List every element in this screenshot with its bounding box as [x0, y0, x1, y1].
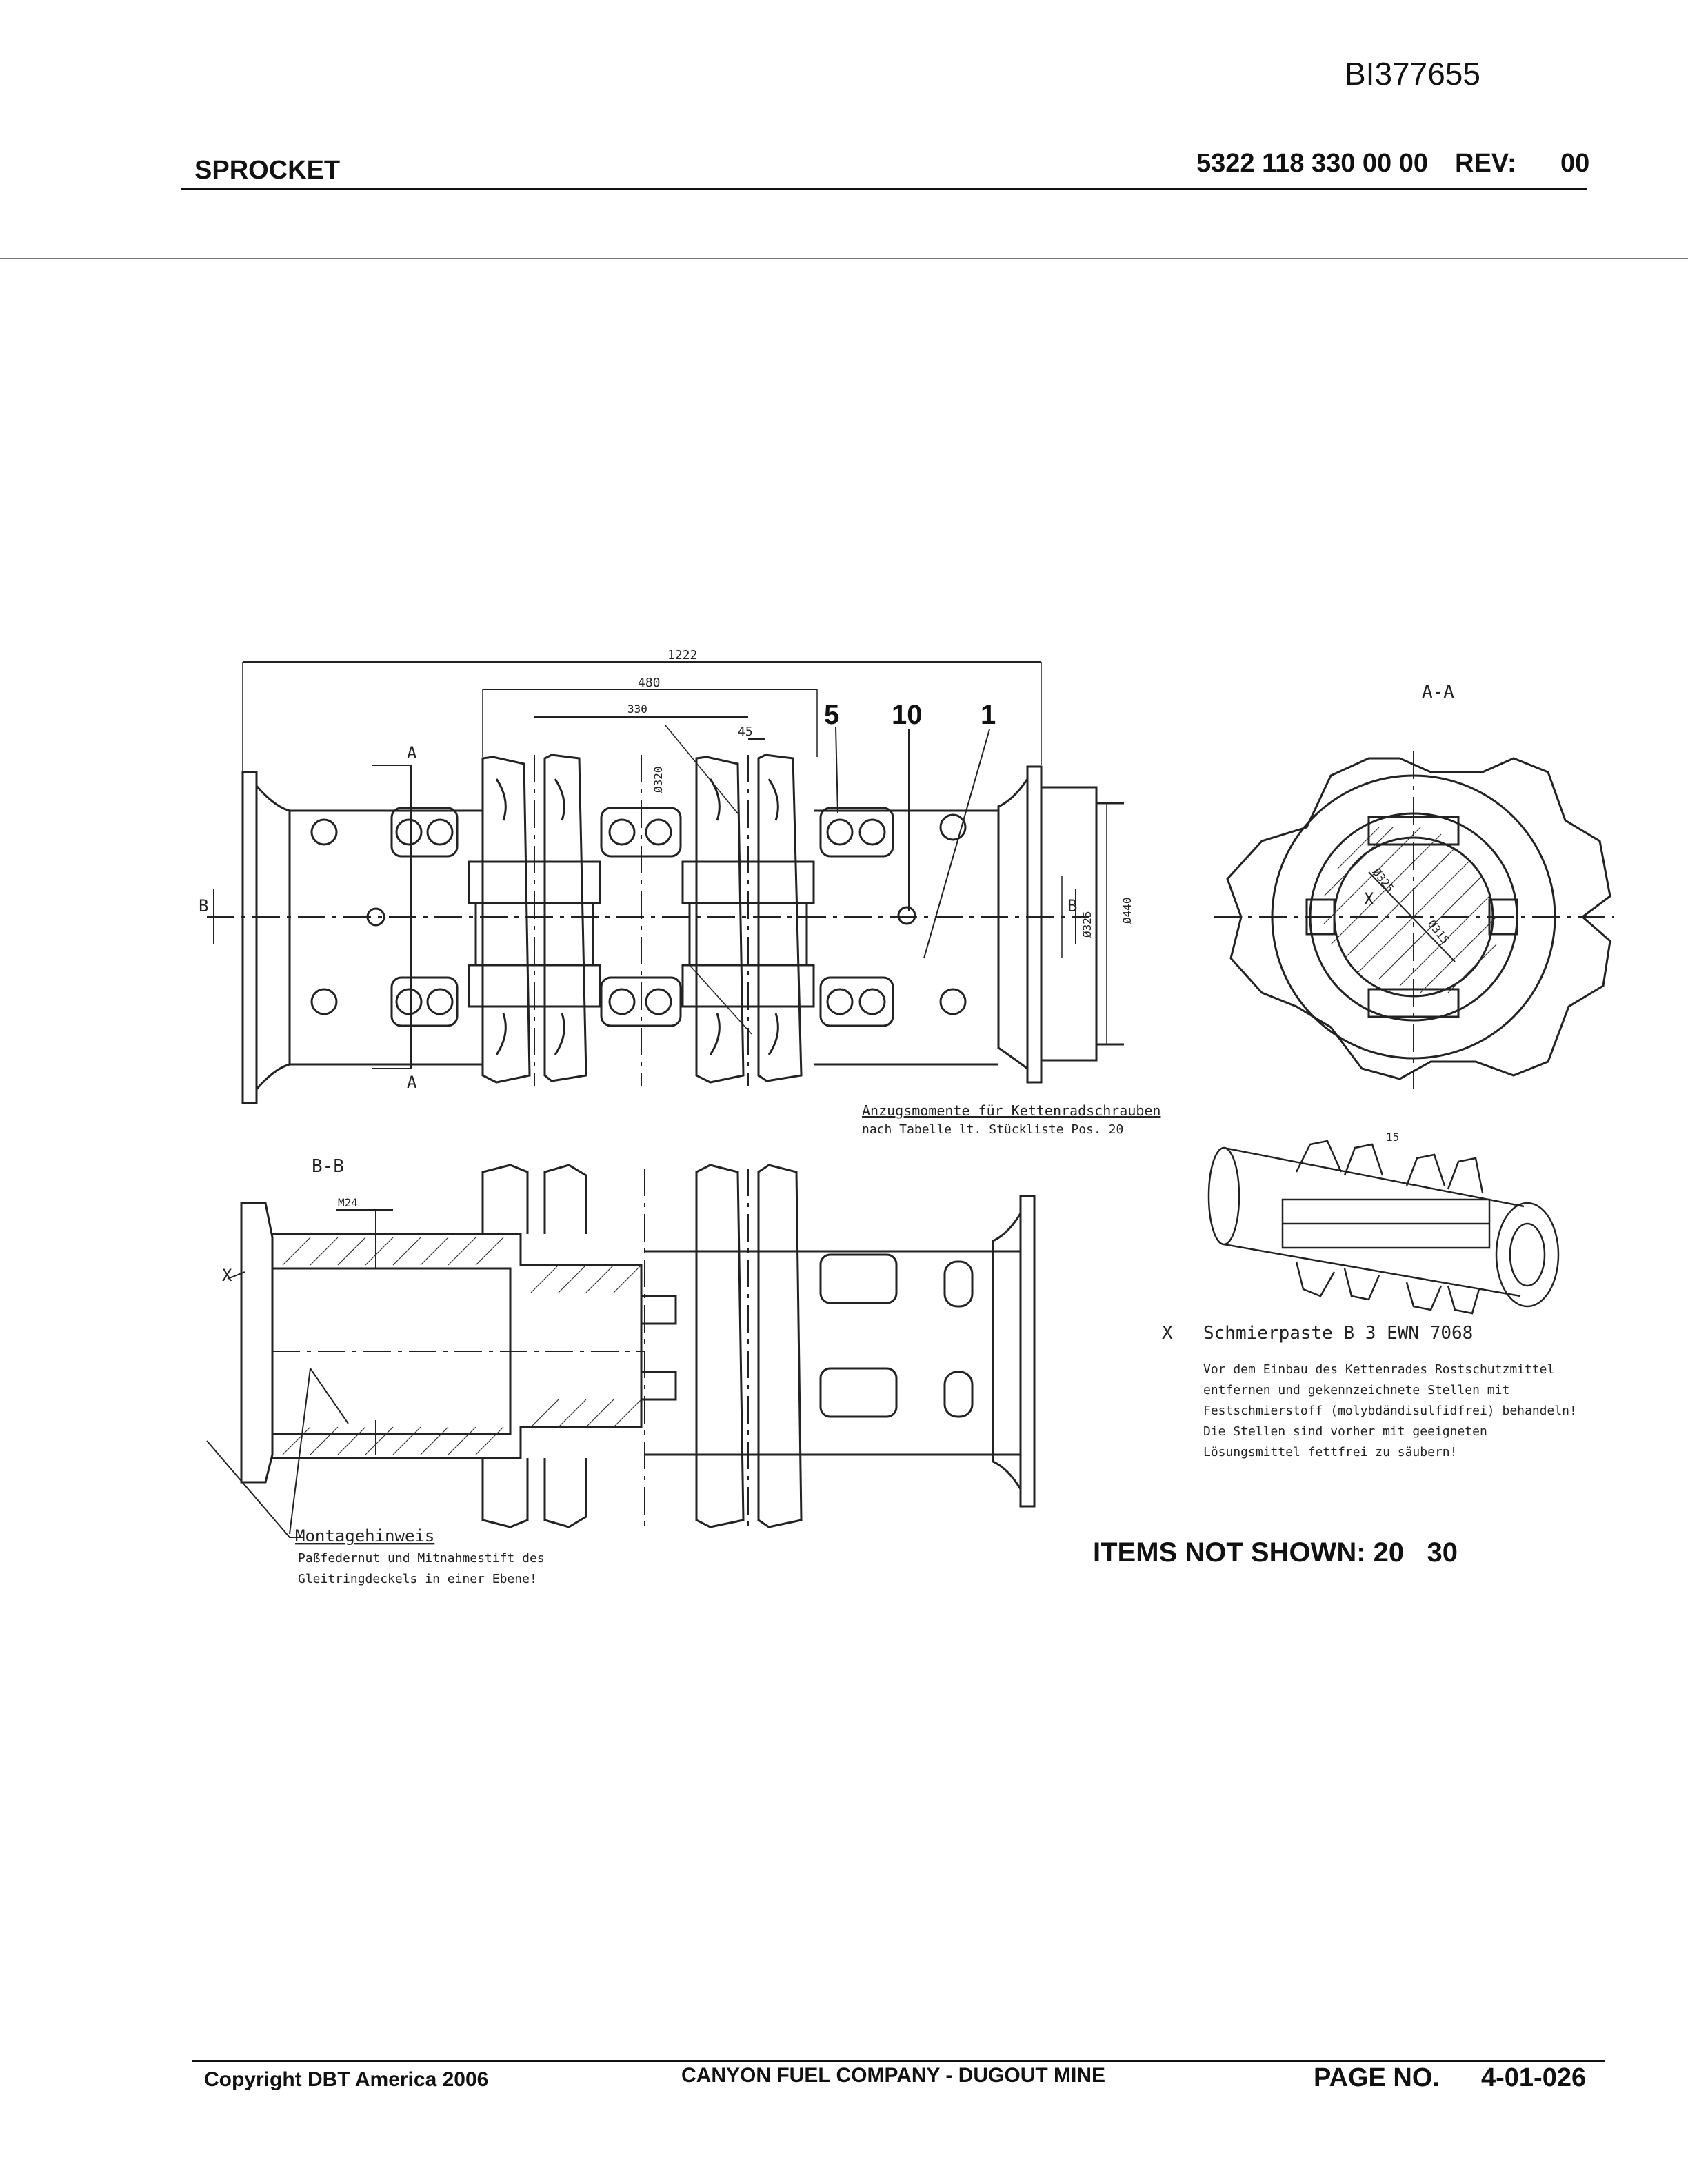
dim-330: 330: [627, 702, 647, 716]
dim-m24: M24: [338, 1196, 358, 1209]
mount-note-title: Montagehinweis: [295, 1526, 434, 1546]
lube-line-5: Lösungsmittel fettfrei zu säubern!: [1203, 1445, 1457, 1459]
section-mark-a-top: A: [407, 743, 417, 762]
callout-10: 10: [892, 700, 923, 730]
lube-line-1: Vor dem Einbau des Kettenrades Rostschut…: [1203, 1362, 1554, 1377]
dim-15: 15: [1386, 1131, 1399, 1144]
section-mark-b-right: B: [1067, 896, 1077, 916]
detail-mark-x-center: X: [1364, 889, 1374, 909]
callout-1: 1: [981, 700, 996, 730]
mount-note-line-1: Paßfedernut und Mitnahmestift des: [298, 1551, 545, 1566]
header-rule: [181, 188, 1587, 190]
section-title-a-a: A-A: [1422, 682, 1454, 702]
footer-rule: [192, 2060, 1605, 2062]
dim-1222: 1222: [667, 648, 697, 663]
dim-d325: Ø325: [1081, 911, 1094, 938]
items-not-shown: ITEMS NOT SHOWN: 20 30: [1093, 1537, 1458, 1568]
section-title-b-b: B-B: [312, 1156, 344, 1177]
dim-480: 480: [638, 676, 661, 690]
section-a-a: [1214, 751, 1614, 1089]
section-b-b: [206, 1164, 1036, 1538]
rev-label: REV:: [1455, 149, 1516, 178]
page-number-value: 4-01-026: [1481, 2063, 1587, 2092]
detail-mark-x-left: X: [222, 1266, 232, 1285]
isometric-view: [1207, 1140, 1560, 1315]
section-mark-a-bottom: A: [407, 1073, 417, 1092]
torque-note-line-2: nach Tabelle lt. Stückliste Pos. 20: [862, 1122, 1123, 1137]
footer-company: CANYON FUEL COMPANY - DUGOUT MINE: [681, 2064, 1106, 2087]
section-mark-b-left: B: [199, 896, 208, 916]
footer-copyright: Copyright DBT America 2006: [204, 2068, 489, 2091]
main-view: [207, 661, 1124, 1104]
dim-c315: Ø315: [1425, 918, 1452, 947]
page-title: SPROCKET: [194, 156, 341, 185]
bb-hatching: [282, 1237, 642, 1455]
part-number: 5322 118 330 00 00: [1196, 149, 1429, 178]
page-number-label: PAGE NO.: [1314, 2063, 1440, 2092]
torque-note-line-1: Anzugsmomente für Kettenradschrauben: [862, 1102, 1160, 1119]
dim-45: 45: [738, 725, 753, 739]
dim-d440: Ø440: [1121, 897, 1134, 924]
mount-note-line-2: Gleitringdeckels in einer Ebene!: [298, 1572, 537, 1586]
lube-line-3: Festschmierstoff (molybdändisulfidfrei) …: [1203, 1404, 1577, 1418]
rev-value: 00: [1560, 149, 1590, 178]
lube-line-2: entfernen und gekennzeichnete Stellen mi…: [1203, 1383, 1509, 1397]
lube-line-4: Die Stellen sind vorher mit geeigneten: [1203, 1424, 1487, 1439]
dim-d320: Ø320: [652, 766, 665, 793]
dim-c325: Ø325: [1370, 866, 1397, 895]
lube-x-marker: X: [1162, 1323, 1173, 1344]
scan-line: [0, 258, 1688, 259]
document-id: BI377655: [1345, 56, 1480, 92]
callout-5: 5: [824, 700, 839, 730]
lube-title: Schmierpaste B 3 EWN 7068: [1203, 1323, 1473, 1344]
